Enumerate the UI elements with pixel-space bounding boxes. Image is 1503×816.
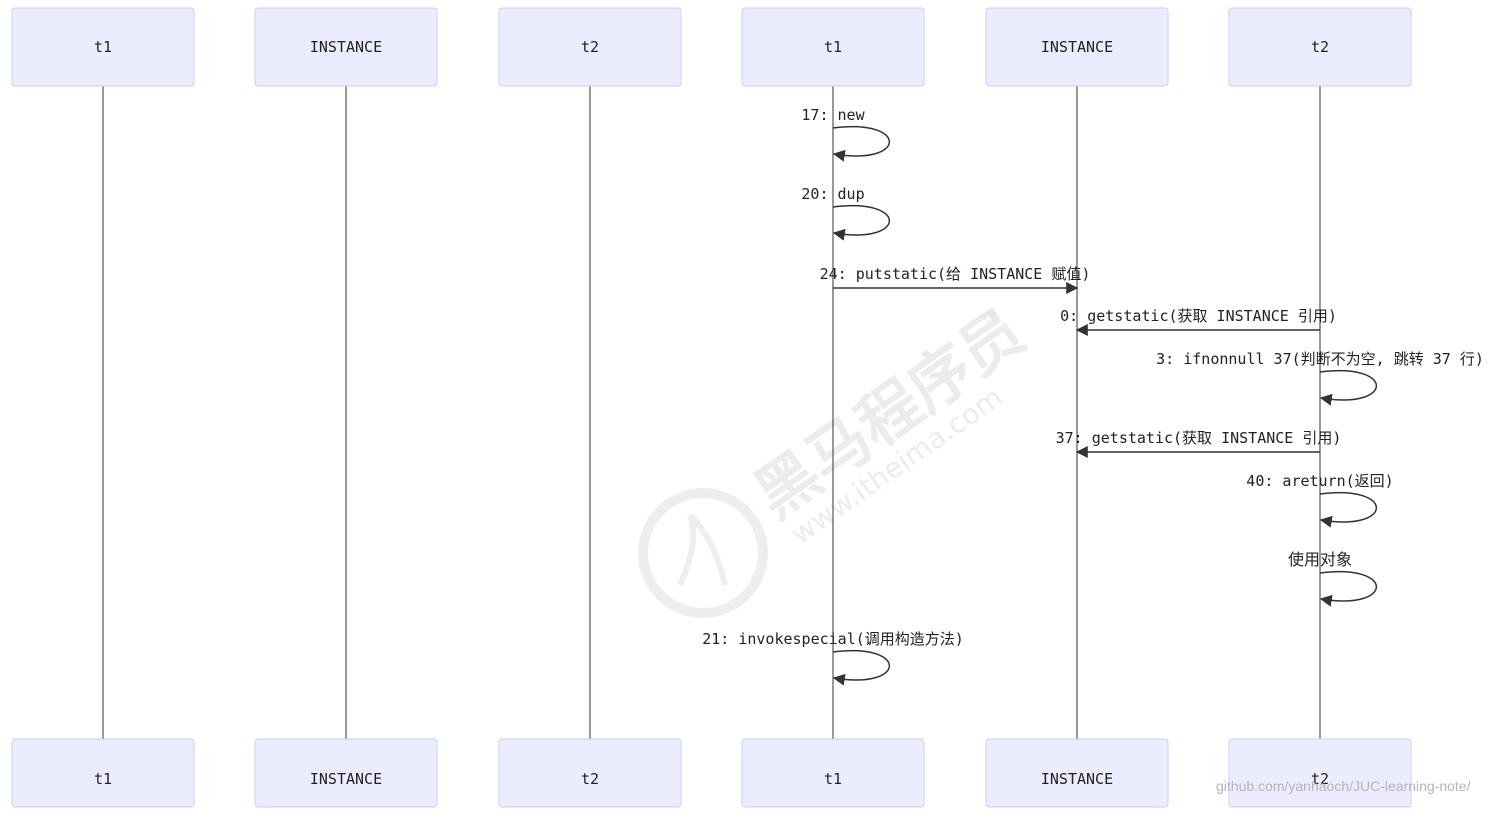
actors: t1t1INSTANCEINSTANCEt2t2t1t1INSTANCEINST… [11,7,1412,808]
actor-bottom-a6: t2 [1228,738,1412,808]
actor-top-a4: t1 [741,7,925,87]
message-1: 20: dup [801,185,890,241]
self-message-arrow [832,125,890,162]
actor-box [254,7,438,87]
self-message-arrow [832,649,890,686]
actor-label: t1 [94,38,112,56]
actor-box [1228,738,1412,808]
actor-bottom-a2: INSTANCE [254,738,438,808]
actor-top-a3: t2 [498,7,682,87]
self-message-arrow [1319,570,1377,607]
actor-label: INSTANCE [310,38,382,56]
message-7: 使用对象 [1288,550,1377,607]
actor-box [741,738,925,808]
actor-label: t2 [581,770,599,788]
actor-box [11,738,195,808]
actor-bottom-a1: t1 [11,738,195,808]
messages: 17: new 20: dup 24: putstatic(给 INSTANCE 赋… [702,106,1484,686]
actor-box [985,738,1169,808]
message-label: 0: getstatic(获取 INSTANCE 引用) [1060,307,1337,325]
message-label: 40: areturn(返回) [1246,472,1393,490]
footer-url: github.com/yanhaoch/JUC-learning-note/ [1216,778,1471,794]
message-0: 17: new [801,106,890,162]
actor-label: t1 [824,38,842,56]
message-label: 24: putstatic(给 INSTANCE 赋值) [820,265,1091,283]
actor-top-a1: t1 [11,7,195,87]
self-message-arrow [832,204,890,241]
message-label: 3: ifnonnull 37(判断不为空, 跳转 37 行) [1156,350,1484,368]
message-2: 24: putstatic(给 INSTANCE 赋值) [820,265,1091,294]
actor-label: t2 [1311,770,1329,788]
lifelines [102,86,1321,739]
actor-label: t1 [824,770,842,788]
actor-bottom-a5: INSTANCE [985,738,1169,808]
message-3: 0: getstatic(获取 INSTANCE 引用) [1060,307,1337,336]
actor-bottom-a3: t2 [498,738,682,808]
watermark: 黑马程序员 www.itheima.com TM [638,295,1038,618]
message-label: 20: dup [801,185,864,203]
actor-bottom-a4: t1 [741,738,925,808]
actor-label: INSTANCE [310,770,382,788]
message-label: 37: getstatic(获取 INSTANCE 引用) [1056,429,1342,447]
self-message-arrow [1319,369,1377,406]
actor-box [741,7,925,87]
message-label: 21: invokespecial(调用构造方法) [702,630,964,648]
actor-box [11,7,195,87]
self-message-arrow [1319,491,1377,528]
actor-top-a5: INSTANCE [985,7,1169,87]
actor-box [498,7,682,87]
watermark-logo-icon [638,488,768,618]
actor-top-a2: INSTANCE [254,7,438,87]
message-6: 40: areturn(返回) [1246,472,1394,528]
message-label: 17: new [801,106,865,124]
message-8: 21: invokespecial(调用构造方法) [702,630,964,686]
actor-label: t2 [1311,38,1329,56]
message-4: 3: ifnonnull 37(判断不为空, 跳转 37 行) [1156,350,1484,406]
actor-top-a6: t2 [1228,7,1412,87]
actor-label: t2 [581,38,599,56]
actor-box [498,738,682,808]
message-5: 37: getstatic(获取 INSTANCE 引用) [1056,429,1342,458]
message-label: 使用对象 [1288,550,1352,569]
actor-label: INSTANCE [1041,38,1113,56]
actor-box [254,738,438,808]
actor-label: INSTANCE [1041,770,1113,788]
actor-box [985,7,1169,87]
actor-box [1228,7,1412,87]
actor-label: t1 [94,770,112,788]
